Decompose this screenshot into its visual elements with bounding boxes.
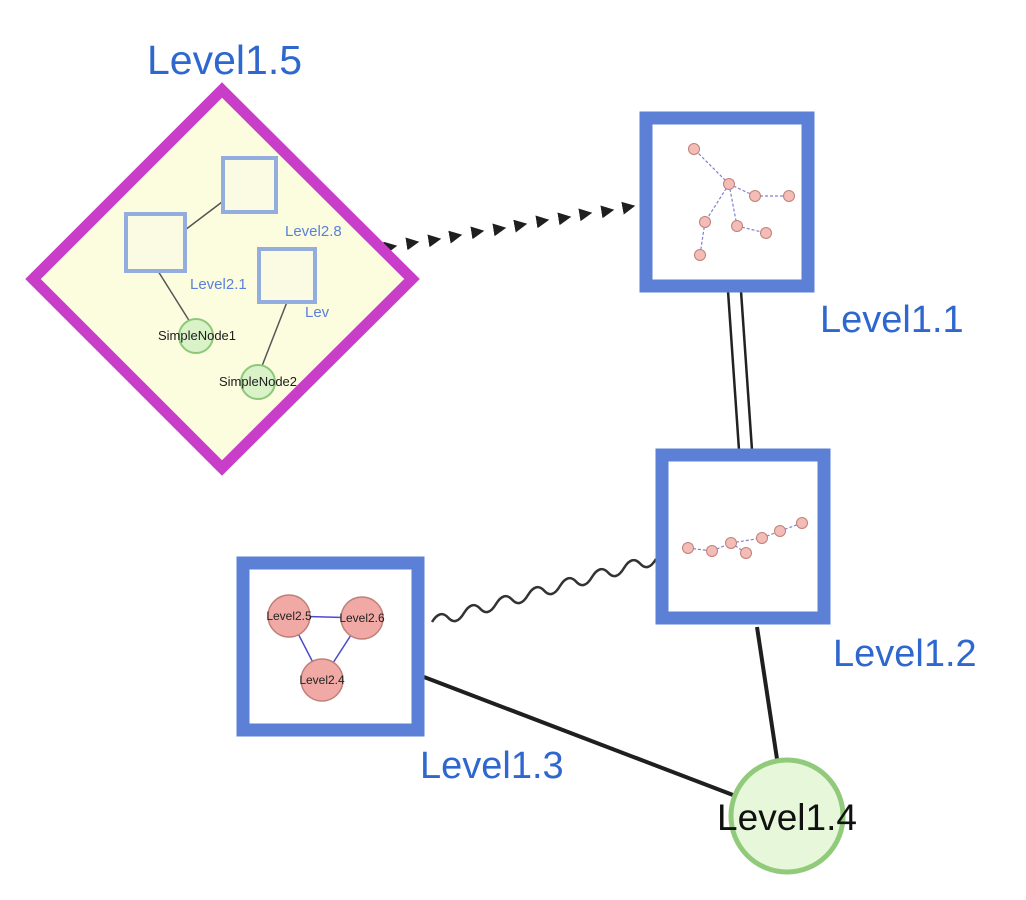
edge-level11-level12[interactable] xyxy=(726,290,754,451)
edge-inner-squares[interactable] xyxy=(184,201,223,231)
group-node-level12 xyxy=(655,448,831,625)
label-lev: Lev xyxy=(305,304,330,321)
node-level11-box[interactable] xyxy=(639,111,815,293)
mini-node[interactable] xyxy=(731,220,743,232)
node-simplenode2[interactable] xyxy=(240,364,276,400)
mini-edge[interactable] xyxy=(693,148,730,185)
edge-square-simplenode2[interactable] xyxy=(261,301,288,367)
label-simplenode1: SimpleNode1 xyxy=(158,328,236,343)
mini-node[interactable] xyxy=(749,190,761,202)
node-level28-square[interactable] xyxy=(221,156,278,214)
mini-node[interactable] xyxy=(796,517,808,529)
label-level12: Level1.2 xyxy=(833,633,977,675)
label-level25: Level2.5 xyxy=(266,609,312,623)
level11-inner-nodes xyxy=(688,143,795,261)
edge-level12-level14[interactable] xyxy=(755,626,779,760)
label-level14: Level1.4 xyxy=(717,797,857,838)
label-level11: Level1.1 xyxy=(820,299,964,341)
node-level21-square[interactable] xyxy=(124,212,187,273)
label-level13: Level1.3 xyxy=(420,745,564,787)
mini-edge[interactable] xyxy=(704,183,730,223)
node-level14-circle[interactable] xyxy=(728,757,846,875)
mini-node[interactable] xyxy=(760,227,772,239)
mini-node[interactable] xyxy=(783,190,795,202)
mini-node[interactable] xyxy=(688,143,700,155)
label-level28: Level2.8 xyxy=(285,223,342,240)
edge-square-simplenode1[interactable] xyxy=(157,270,191,323)
node-level25[interactable] xyxy=(267,594,311,638)
mini-edge[interactable] xyxy=(779,522,803,532)
node-level24[interactable] xyxy=(300,658,344,702)
edges-top-level xyxy=(383,201,779,797)
node-level12-box[interactable] xyxy=(655,448,831,625)
mini-node[interactable] xyxy=(725,537,737,549)
label-level21: Level2.1 xyxy=(190,276,247,293)
mini-node[interactable] xyxy=(682,542,694,554)
group-node-level11 xyxy=(639,111,815,293)
group-node-level13: Level2.5 Level2.6 Level2.4 xyxy=(236,556,425,737)
mini-edge[interactable] xyxy=(728,183,738,227)
level12-inner-nodes xyxy=(682,517,808,559)
label-simplenode2: SimpleNode2 xyxy=(219,374,297,389)
node-level13-box[interactable] xyxy=(236,556,425,737)
edge-level15-level11-dashed-arrow[interactable] xyxy=(383,201,636,255)
mini-node[interactable] xyxy=(699,216,711,228)
mini-node[interactable] xyxy=(774,525,786,537)
label-level15: Level1.5 xyxy=(147,37,302,83)
mini-node[interactable] xyxy=(723,178,735,190)
node-lev-square[interactable] xyxy=(257,247,317,304)
diamond-inner-edges xyxy=(157,201,288,367)
node-level15-diamond[interactable] xyxy=(25,82,420,476)
mini-node[interactable] xyxy=(740,547,752,559)
node-simplenode1[interactable] xyxy=(178,318,214,354)
mini-node[interactable] xyxy=(756,532,768,544)
group-node-level14: Level1.4 xyxy=(717,757,857,875)
label-level26: Level2.6 xyxy=(339,611,385,625)
label-level24: Level2.4 xyxy=(299,673,345,687)
group-node-level15: Level2.8 Level2.1 Lev SimpleNode1 Simple… xyxy=(25,82,420,476)
edge-level13-level12-wavy[interactable] xyxy=(430,558,658,623)
edge-level13-level14[interactable] xyxy=(423,675,734,797)
mini-node[interactable] xyxy=(706,545,718,557)
node-level26[interactable] xyxy=(340,596,384,640)
mini-node[interactable] xyxy=(694,249,706,261)
